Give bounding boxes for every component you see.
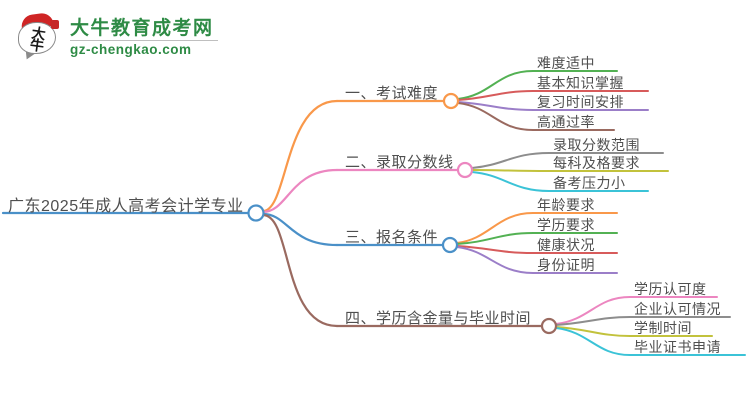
link-b1-review-time [457,101,534,111]
branch3-child-links [456,212,534,274]
leaf-health-status[interactable]: 健康状况 [537,237,595,253]
link-b1-pass-rate [457,102,534,131]
link-b4-diploma [555,327,631,356]
leaf-study-duration[interactable]: 学制时间 [634,320,692,336]
link-b4-enterprise [555,316,631,326]
link-b3-identity [456,246,534,274]
link-root-degree-value [261,213,339,328]
link-b4-duration [555,326,631,337]
branch-admission-score-label[interactable]: 二、录取分数线 [345,154,454,171]
link-b3-education [456,232,534,245]
link-root-exam-difficulty [261,99,339,213]
branch3-node-circle[interactable] [441,236,459,254]
logo-site-url: gz-chengkao.com [70,41,192,57]
link-b3-health [456,245,534,254]
leaf-difficulty-moderate[interactable]: 难度适中 [537,55,595,71]
link-b3-age [456,212,534,244]
branch-exam-difficulty-label[interactable]: 一、考试难度 [345,85,439,102]
link-b2-low-pressure [471,171,550,192]
branch4-child-links [555,296,631,356]
link-b1-moderate [457,70,534,100]
leaf-diploma-application[interactable]: 毕业证书申请 [634,339,721,355]
logo-site-name: 大牛教育成考网 [70,17,214,39]
link-root-registration [261,212,339,247]
leaf-identity-proof[interactable]: 身份证明 [537,257,595,273]
leaf-enterprise-recognition[interactable]: 企业认可情况 [634,301,721,317]
logo-speech-bubble-icon: 大牛 [14,11,62,62]
leaf-age-requirement[interactable]: 年龄要求 [537,197,595,213]
root-branch-links [261,99,339,328]
logo-red-seal [51,20,59,29]
link-b2-subject-pass [471,169,550,172]
branch2-node-circle[interactable] [456,161,474,179]
leaf-low-prep-pressure[interactable]: 备考压力小 [553,175,626,191]
root-node-circle[interactable] [247,204,265,222]
logo-bubble: 大牛 [18,22,56,54]
leaf-high-pass-rate[interactable]: 高通过率 [537,114,595,130]
leaf-subject-pass-requirement[interactable]: 每科及格要求 [553,155,640,171]
leaf-basic-knowledge[interactable]: 基本知识掌握 [537,75,624,91]
leaf-review-schedule[interactable]: 复习时间安排 [537,94,624,110]
leaf-degree-recognition[interactable]: 学历认可度 [634,281,707,297]
branch-degree-value-label[interactable]: 四、学历含金量与毕业时间 [345,310,532,327]
logo-text-block: 大牛教育成考网 gz-chengkao.com [70,18,218,57]
link-root-admission-score [261,168,339,214]
leaf-score-range[interactable]: 录取分数范围 [553,137,640,153]
mindmap-root-label[interactable]: 广东2025年成人高考会计学专业 [8,198,244,215]
branch4-node-circle[interactable] [540,317,558,335]
leaf-education-requirement[interactable]: 学历要求 [537,217,595,233]
branch1-node-circle[interactable] [442,92,460,110]
branch2-child-links [471,152,550,192]
branch1-child-links [457,70,534,131]
link-b1-basics [457,90,534,101]
link-b2-score-range [471,152,550,169]
link-b4-recognition [555,296,631,325]
branch-registration-conditions-label[interactable]: 三、报名条件 [345,229,439,246]
site-logo[interactable]: 大牛 大牛教育成考网 gz-chengkao.com [14,11,218,62]
logo-divider [70,39,218,41]
